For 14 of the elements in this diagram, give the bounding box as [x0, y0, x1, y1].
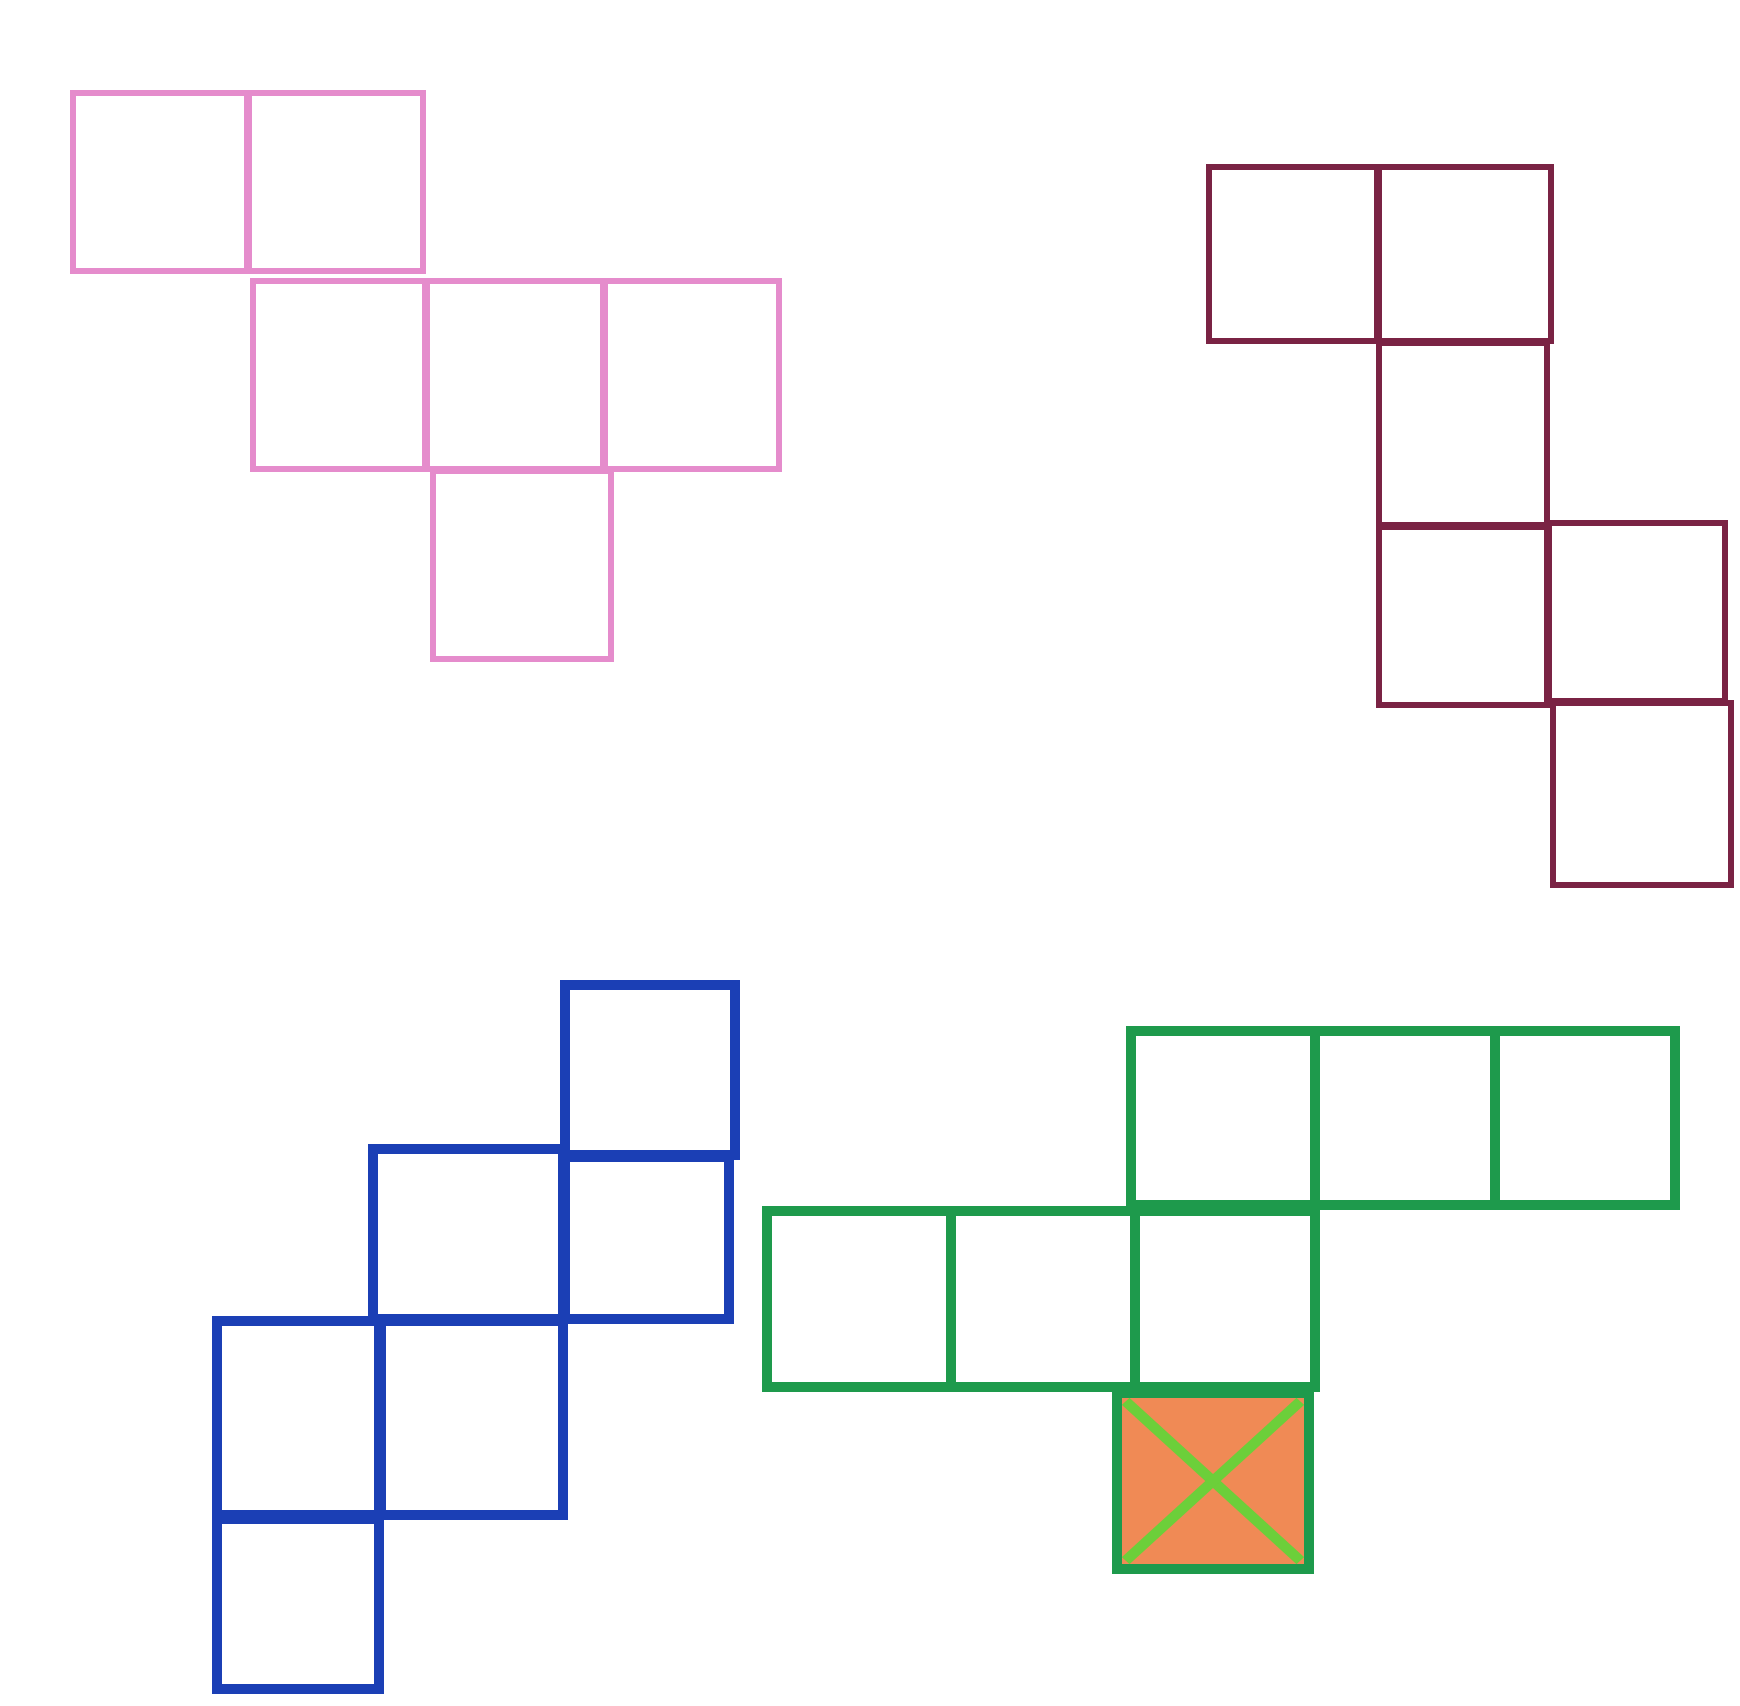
net-square — [1546, 520, 1728, 704]
net-square — [1376, 164, 1554, 344]
net-square — [246, 90, 426, 274]
net-square — [1376, 524, 1550, 708]
net-square — [560, 980, 740, 1160]
net-square — [1376, 340, 1550, 528]
net-square — [70, 90, 250, 274]
net-square — [1550, 700, 1734, 888]
net-square — [602, 278, 782, 472]
net-square — [250, 278, 428, 472]
net-square — [1206, 164, 1380, 344]
net-square — [430, 468, 614, 662]
net-square — [424, 278, 606, 472]
net-square — [212, 1514, 384, 1694]
